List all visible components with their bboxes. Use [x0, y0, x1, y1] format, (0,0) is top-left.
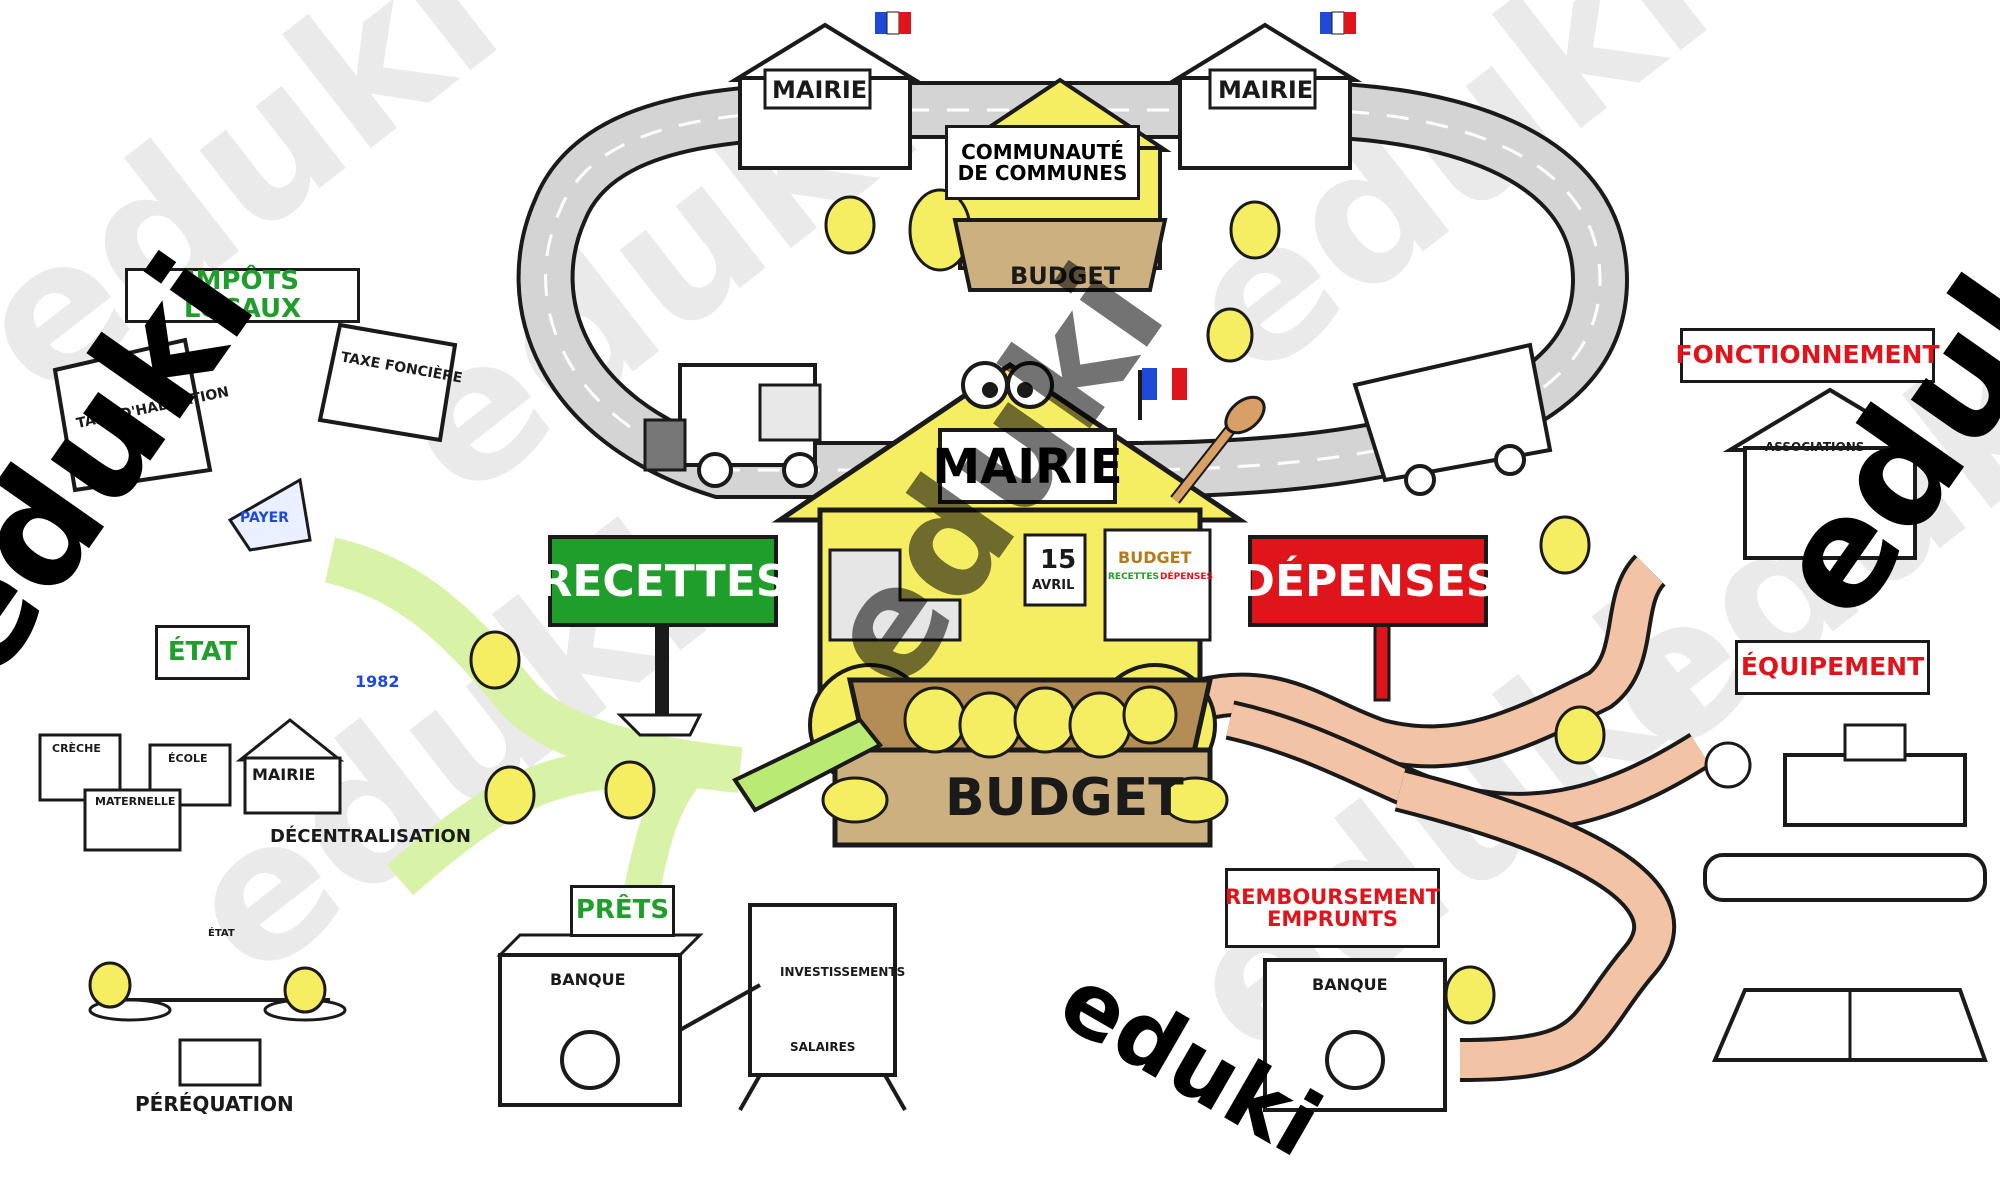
tax-papers — [52, 322, 458, 552]
perequation-label: PÉRÉQUATION — [135, 1092, 294, 1116]
impots-locaux-label: IMPÔTS LOCAUX — [125, 268, 360, 323]
remboursement-label: REMBOURSEMENT EMPRUNTS — [1225, 868, 1440, 948]
calendar-month: AVRIL — [1032, 578, 1075, 593]
associations-label: ASSOCIATIONS — [1765, 440, 1865, 454]
dark-watermark: eduki — [788, 235, 1199, 719]
central-mairie-label: MAIRIE — [932, 438, 1123, 495]
top-mairie-left — [727, 11, 923, 170]
road-loop — [516, 81, 1630, 499]
etat-hat-label: ÉTAT — [208, 928, 235, 939]
decentralisation-label: DÉCENTRALISATION — [270, 826, 471, 847]
central-budget-box — [732, 663, 1229, 848]
sign-posts — [616, 618, 1391, 737]
garbage-truck — [643, 363, 822, 488]
bank-right — [1263, 958, 1447, 1112]
board-depenses: DÉPENSES — [1160, 572, 1214, 582]
top-mairie-right-label: MAIRIE — [1218, 76, 1314, 104]
bank-left-label: BANQUE — [550, 970, 626, 989]
creche-label: CRÈCHE — [52, 742, 101, 755]
central-mairie — [771, 361, 1266, 763]
bus — [1352, 342, 1553, 496]
left-buildings — [38, 718, 345, 852]
dark-watermark: eduki — [1738, 165, 2000, 649]
calendar-day: 15 — [1040, 545, 1077, 575]
central-budget-label: BUDGET — [945, 768, 1184, 828]
associations-house — [1722, 387, 1938, 560]
revenue-river — [324, 537, 743, 904]
flipchart — [679, 903, 907, 1111]
depenses-sign: DÉPENSES — [1238, 535, 1498, 627]
prets-label: PRÊTS — [570, 885, 675, 937]
top-mairie-right — [1167, 11, 1363, 170]
year-label: 1982 — [355, 672, 400, 691]
money-bags — [88, 195, 1606, 1025]
top-mairie-left-label: MAIRIE — [772, 76, 868, 104]
salaires-label: SALAIRES — [790, 1040, 856, 1054]
train — [1703, 853, 1987, 902]
equipement-label: ÉQUIPEMENT — [1735, 640, 1930, 695]
investissements-label: INVESTISSEMENTS — [780, 965, 906, 979]
dark-watermark: eduki — [0, 225, 289, 709]
dark-watermark: eduki — [1042, 946, 1338, 1178]
basketball-court — [1711, 988, 1988, 1062]
bank-right-label: BANQUE — [1312, 975, 1388, 994]
bank-left — [496, 933, 704, 1107]
dark-watermark-layer: eduki eduki eduki eduki — [0, 165, 2000, 1178]
board-recettes: RECETTES — [1108, 572, 1159, 582]
school-building — [1704, 723, 1967, 827]
left-mairie-small-label: MAIRIE — [252, 765, 316, 784]
etat-label: ÉTAT — [155, 625, 250, 680]
fonctionnement-label: FONCTIONNEMENT — [1675, 328, 1940, 383]
top-budget-label: BUDGET — [1010, 262, 1121, 290]
payer-label: PAYER — [240, 510, 289, 526]
maternelle-label: MATERNELLE — [95, 795, 176, 808]
communaute-label: COMMUNAUTÉ DE COMMUNES — [945, 125, 1140, 200]
illustration-canvas — [38, 11, 1988, 1112]
recettes-sign: RECETTES — [538, 535, 788, 627]
ecole-label: ÉCOLE — [168, 752, 208, 765]
spending-slides — [1194, 554, 1711, 1082]
board-title: BUDGET — [1118, 548, 1192, 567]
